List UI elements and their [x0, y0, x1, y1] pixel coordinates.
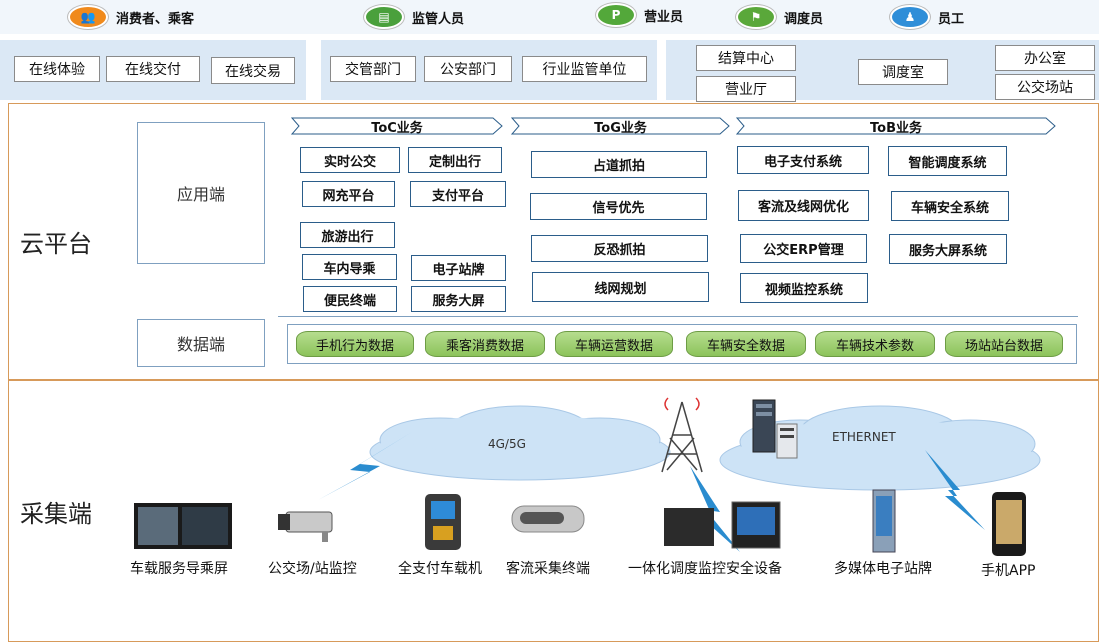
toc-item: 网充平台 [302, 181, 395, 207]
sales-item: 营业厅 [696, 76, 796, 102]
layer-divider [278, 316, 1078, 317]
app-layer-panel: 应用端 [137, 122, 265, 264]
toc-item: 电子站牌 [411, 255, 506, 281]
staff-icon: ♟ [890, 5, 930, 29]
toc-item: 服务大屏 [411, 286, 506, 312]
toc-title: ToC业务 [371, 120, 423, 136]
chevron-shape [291, 117, 503, 135]
parking-icon: P [596, 3, 636, 27]
people-icon: 👥 [68, 5, 108, 29]
dispatch-device-icon [664, 501, 781, 549]
dispatch-item: 调度室 [858, 59, 948, 85]
tob-item: 车辆安全系统 [891, 191, 1009, 221]
tog-item: 反恐抓拍 [531, 235, 708, 262]
server-rack-icon [752, 399, 798, 459]
sales-item: 结算中心 [696, 45, 796, 71]
consumer-item: 在线交易 [211, 57, 295, 84]
tog-item: 线网规划 [532, 272, 709, 302]
role-dispatcher-label: 调度员 [784, 11, 824, 27]
network-ethernet-label: ETHERNET [832, 430, 896, 444]
tob-title: ToB业务 [870, 120, 922, 136]
data-layer-label: 数据端 [176, 335, 225, 354]
tob-item: 公交ERP管理 [740, 234, 867, 263]
wireless-link-icon [318, 432, 412, 500]
tog-item: 信号优先 [530, 193, 707, 220]
data-cylinder: 乘客消费数据 [425, 331, 545, 357]
cloud-platform-label: 云平台 [20, 230, 92, 258]
passenger-counter-icon [511, 505, 585, 533]
consumer-item: 在线交付 [106, 56, 200, 82]
regulator-item: 交管部门 [330, 56, 416, 82]
dispatcher-icon: ⚑ [736, 5, 776, 29]
toc-item: 旅游出行 [300, 222, 395, 248]
toc-item: 车内导乘 [302, 254, 397, 280]
chevron-shape [736, 117, 1056, 135]
staff-item: 办公室 [995, 45, 1095, 71]
toc-item: 支付平台 [410, 181, 506, 207]
role-regulator: ▤ 监管人员 [364, 5, 464, 29]
role-sales-label: 营业员 [644, 9, 684, 25]
digital-stop-sign-icon [872, 489, 896, 553]
role-dispatcher: ⚑ 调度员 [736, 5, 823, 29]
wireless-link-icon [690, 466, 740, 552]
payment-terminal-icon [425, 494, 461, 550]
data-cylinder: 手机行为数据 [296, 331, 414, 357]
data-cylinder: 车辆技术参数 [815, 331, 935, 357]
data-layer-panel: 数据端 [137, 319, 265, 367]
device-label: 公交场/站监控 [268, 561, 357, 577]
device-label: 手机APP [981, 563, 1036, 579]
surveillance-camera-icon [278, 511, 333, 542]
regulator-item: 公安部门 [424, 56, 512, 82]
staff-item: 公交场站 [995, 74, 1095, 100]
role-staff: ♟ 员工 [890, 5, 964, 29]
role-regulator-label: 监管人员 [412, 11, 465, 27]
tob-item: 电子支付系统 [737, 146, 869, 174]
network-4g-label: 4G/5G [488, 437, 526, 451]
toc-item: 实时公交 [300, 147, 400, 173]
tog-title: ToG业务 [594, 120, 647, 136]
tob-header: ToB业务 [736, 117, 1056, 136]
role-staff-label: 员工 [938, 11, 965, 27]
toc-item: 便民终端 [303, 286, 397, 312]
device-label: 车载服务导乘屏 [130, 561, 228, 577]
tog-item: 占道抓拍 [531, 151, 707, 178]
regulator-item: 行业监管单位 [522, 56, 647, 82]
role-consumer: 👥 消费者、乘客 [68, 5, 194, 29]
collection-label: 采集端 [20, 500, 92, 528]
cellular-cloud [369, 405, 671, 481]
toc-header: ToC业务 [291, 117, 503, 136]
data-cylinder: 车辆安全数据 [686, 331, 806, 357]
data-cylinder: 场站站台数据 [945, 331, 1063, 357]
device-label: 多媒体电子站牌 [834, 561, 932, 577]
role-consumer-label: 消费者、乘客 [116, 11, 195, 27]
smartphone-icon [992, 492, 1026, 556]
tob-item: 客流及线网优化 [738, 190, 869, 221]
network-diagram [134, 397, 1041, 556]
tob-item: 服务大屏系统 [889, 234, 1007, 264]
guide-screen-icon [134, 503, 232, 549]
device-label: 一体化调度监控安全设备 [628, 561, 782, 577]
data-cylinder: 车辆运营数据 [555, 331, 673, 357]
tob-item: 智能调度系统 [888, 146, 1007, 176]
device-label: 客流采集终端 [506, 561, 590, 577]
consumer-item: 在线体验 [14, 56, 100, 82]
radio-tower-icon [661, 397, 703, 473]
tog-header: ToG业务 [511, 117, 730, 136]
toc-item: 定制出行 [408, 147, 502, 173]
chevron-shape [511, 117, 730, 135]
app-layer-label: 应用端 [176, 185, 225, 204]
wireless-link-icon [925, 450, 985, 530]
role-sales: P 营业员 [596, 3, 683, 27]
data-layer-container [287, 324, 1077, 364]
device-label: 全支付车载机 [398, 561, 482, 577]
building-icon: ▤ [364, 5, 404, 29]
tob-item: 视频监控系统 [740, 273, 868, 303]
